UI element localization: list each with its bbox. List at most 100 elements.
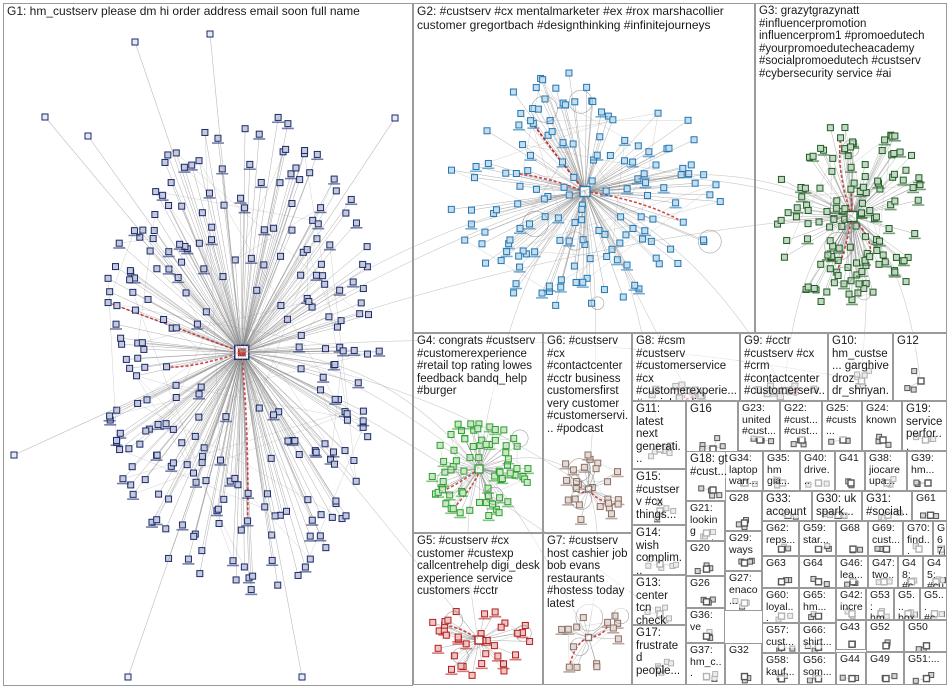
group-subgraph xyxy=(648,381,709,400)
group-panel-g49[interactable]: G49 xyxy=(866,652,904,685)
group-panel-g46[interactable]: G46: lea... xyxy=(836,556,868,588)
group-panel-g26[interactable]: G26 xyxy=(686,576,725,608)
hub-node xyxy=(584,485,593,493)
group-panel-g69[interactable]: G69: cust... xyxy=(868,521,903,556)
group-subgraph xyxy=(740,672,752,684)
group-subgraph xyxy=(848,640,856,648)
group-panel-g9[interactable]: G9: #cctr #custserv #cx #crm #contactcen… xyxy=(740,333,828,401)
network-node xyxy=(201,128,209,136)
group-panel-g11[interactable]: G11: latest next generati... xyxy=(632,401,686,469)
group-panel-g51[interactable]: G51:... xyxy=(904,652,947,685)
group-panel-g39[interactable]: G39: hm... xyxy=(907,451,947,491)
hub-node xyxy=(474,635,484,645)
network-node xyxy=(496,468,504,476)
network-node xyxy=(490,642,498,650)
group-nodes xyxy=(694,562,714,575)
group-panel-g22[interactable]: G22: #cust... #cust... xyxy=(780,401,822,451)
network-node xyxy=(113,302,121,310)
group-panel-g54[interactable]: G5... box xyxy=(894,588,920,620)
group-panel-g61[interactable]: G61 xyxy=(912,491,947,521)
group-panel-g56[interactable]: G56: som... xyxy=(799,653,836,685)
group-panel-g23[interactable]: G23: united #cust... xyxy=(738,401,780,451)
group-panel-g67[interactable]: G67: had... xyxy=(933,521,947,556)
group-panel-g24[interactable]: G24: known xyxy=(862,401,902,451)
group-panel-g19[interactable]: G19: service perfor... xyxy=(902,401,947,451)
network-node xyxy=(165,554,173,562)
group-panel-g2[interactable]: G2: #custserv #cx mentalmarketer #ex #ro… xyxy=(413,3,755,333)
network-node xyxy=(691,179,699,187)
group-panel-g53[interactable]: G53: hm... xyxy=(866,588,894,620)
group-panel-g70[interactable]: G70: find... xyxy=(903,521,933,556)
group-panel-g52[interactable]: G52 xyxy=(866,620,904,652)
group-panel-g31[interactable]: G31: #social... xyxy=(862,491,912,521)
group-panel-g8[interactable]: G8: #csm #custserv #customerservice #cx … xyxy=(632,333,740,401)
group-panel-g20[interactable]: G20 xyxy=(686,541,725,576)
group-panel-g28[interactable]: G28 xyxy=(725,491,762,531)
group-panel-g41[interactable]: G41 xyxy=(835,451,865,491)
group-panel-g25[interactable]: G25: #custs... xyxy=(822,401,862,451)
group-panel-g10[interactable]: G10: hm_custse... garghive droz dr_shriy… xyxy=(828,333,893,401)
group-panel-g32[interactable]: G32 xyxy=(725,643,762,685)
network-node xyxy=(126,364,134,372)
network-node xyxy=(214,134,222,142)
group-panel-g55[interactable]: G5... #c... xyxy=(920,588,947,620)
group-panel-g62[interactable]: G62: reps... xyxy=(762,521,799,556)
network-node xyxy=(641,227,649,235)
network-node xyxy=(913,434,920,441)
group-panel-g44[interactable]: G44 xyxy=(836,652,866,685)
group-panel-g64[interactable]: G64 xyxy=(799,556,836,588)
network-node xyxy=(140,345,148,353)
network-node xyxy=(526,151,534,159)
group-panel-g43[interactable]: G43 xyxy=(836,620,866,650)
group-panel-g50[interactable]: G50 xyxy=(904,620,947,652)
group-panel-g47[interactable]: G47: two... xyxy=(868,556,898,588)
group-panel-g38[interactable]: G38: jiocareupa... xyxy=(865,451,907,491)
network-node xyxy=(202,308,210,316)
group-panel-g3[interactable]: G3: grazytgrazynatt #influencerpromotion… xyxy=(755,3,947,333)
network-node xyxy=(776,393,784,400)
group-panel-g7[interactable]: G7: #custserv host cashier job bob evans… xyxy=(543,533,632,685)
group-panel-g15[interactable]: G15: #custserv #cx things... xyxy=(632,469,686,525)
group-panel-g13[interactable]: G13: center tcn check contact... xyxy=(632,575,686,625)
network-node xyxy=(872,213,880,221)
group-subgraph xyxy=(882,639,891,650)
group-panel-g48[interactable]: G48: #c... xyxy=(898,556,923,588)
hub-node xyxy=(756,436,764,444)
group-panel-g29[interactable]: G29: ways xyxy=(725,531,762,571)
group-panel-g33[interactable]: G33: account xyxy=(762,491,812,521)
group-panel-g36[interactable]: G36: ve xyxy=(686,608,725,643)
network-node xyxy=(448,166,456,174)
group-panel-g57[interactable]: G57: cust... xyxy=(762,623,799,653)
group-panel-g14[interactable]: G14: wish complim... evernote... evernot… xyxy=(632,525,686,575)
group-panel-g4[interactable]: G4: congrats #custserv #customerexperien… xyxy=(413,333,543,533)
network-node xyxy=(687,161,695,169)
group-panel-g17[interactable]: G17: frustrated people... xyxy=(632,625,686,685)
group-panel-g21[interactable]: G21: looking great... xyxy=(686,501,725,541)
group-panel-g58[interactable]: G58: kauf... xyxy=(762,653,799,685)
group-panel-g63[interactable]: G63 xyxy=(762,556,799,588)
group-panel-g5[interactable]: G5: #custserv #cx customer #custexp call… xyxy=(413,533,543,685)
group-panel-g6[interactable]: G6: #custserv #cx #contactcenter #cctr b… xyxy=(543,333,632,533)
group-panel-g59[interactable]: G59: star... xyxy=(799,521,836,556)
group-panel-g1[interactable]: G1: hm_custserv please dm hi order addre… xyxy=(3,3,413,686)
group-panel-g30[interactable]: G30: uk spark... xyxy=(812,491,862,521)
group-panel-g68[interactable]: G68 xyxy=(836,521,868,556)
group-panel-g40[interactable]: G40: drive... xyxy=(800,451,835,491)
network-node xyxy=(706,191,714,199)
group-panel-g37[interactable]: G37: hm_c... xyxy=(686,643,725,685)
group-panel-g35[interactable]: G35: hm gia... xyxy=(763,451,800,491)
group-panel-g65[interactable]: G65: hm... xyxy=(799,588,836,623)
group-panel-g34[interactable]: G34: laptop warr... xyxy=(725,451,763,491)
network-node xyxy=(178,521,186,529)
group-subgraph xyxy=(844,608,856,619)
network-node xyxy=(540,195,548,203)
group-panel-g27[interactable]: G27: enaco... xyxy=(725,571,762,611)
group-panel-g12[interactable]: G12 xyxy=(893,333,947,401)
group-panel-g60[interactable]: G60: loyal... xyxy=(762,588,799,623)
group-panel-g45[interactable]: G45: #cu... xyxy=(923,556,947,588)
network-node xyxy=(768,438,775,445)
group-nodes xyxy=(447,69,724,309)
group-panel-g66[interactable]: G66: shirt... xyxy=(799,623,836,653)
network-node xyxy=(446,491,454,499)
group-panel-g42[interactable]: G42: incre... xyxy=(836,588,866,620)
